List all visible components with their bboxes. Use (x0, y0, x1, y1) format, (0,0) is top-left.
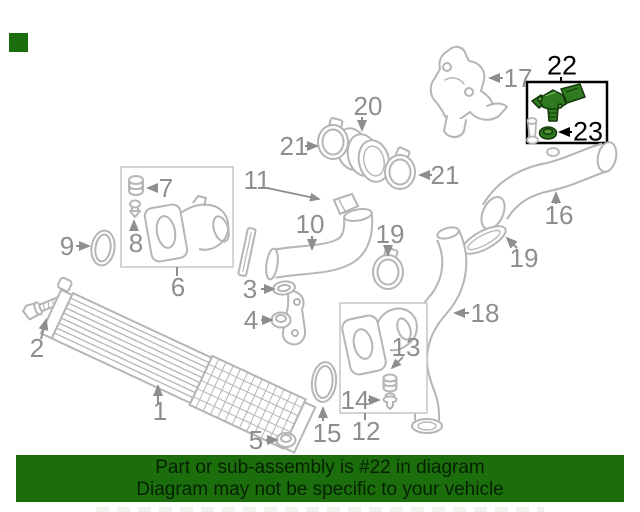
callout-17[interactable]: 17 (503, 63, 533, 93)
callout-16[interactable]: 16 (544, 200, 574, 230)
callout-13[interactable]: 13 (391, 332, 421, 362)
part-17-bracket-drawing (429, 45, 508, 138)
callout-11[interactable]: 11 (243, 165, 271, 195)
part-13-mount-drawing (382, 373, 398, 393)
cropped-text-artifact (96, 507, 544, 512)
part-12-assembly-box (339, 302, 428, 414)
callout-14[interactable]: 14 (340, 385, 370, 415)
callout-21-right[interactable]: 21 (430, 160, 460, 190)
callout-8[interactable]: 8 (128, 228, 144, 258)
callout-20[interactable]: 20 (353, 91, 383, 121)
part-15-oring-drawing (310, 361, 338, 403)
part-20-hose-drawing (335, 127, 391, 183)
part-5-grommet-drawing (275, 432, 297, 448)
part-7-mount-drawing (128, 175, 144, 196)
callout-23-highlighted[interactable]: 23 (572, 116, 604, 147)
callout-5[interactable]: 5 (248, 425, 264, 455)
part-1-intercooler-drawing (39, 276, 317, 454)
part-23-grommet-drawing (538, 126, 558, 140)
part-11-stay-drawing (237, 227, 257, 277)
callout-7[interactable]: 7 (158, 173, 174, 203)
part-8-clip-drawing (129, 199, 141, 218)
callout-1[interactable]: 1 (152, 396, 168, 426)
callout-22-highlighted[interactable]: 22 (546, 50, 578, 81)
callout-arrows (38, 73, 572, 445)
part-6-assembly-box (120, 166, 234, 268)
callout-6[interactable]: 6 (170, 272, 186, 302)
notice-banner: Part or sub-assembly is #22 in diagram D… (16, 455, 624, 502)
part-9-oring-drawing (90, 229, 116, 267)
callout-4[interactable]: 4 (243, 305, 259, 335)
part-21-clamp-right-drawing (384, 146, 416, 190)
notice-banner-line1: Part or sub-assembly is #22 in diagram (155, 456, 485, 478)
callout-21-left[interactable]: 21 (279, 131, 309, 161)
part-4-grommet-drawing (270, 311, 292, 329)
callout-3[interactable]: 3 (242, 274, 258, 304)
callout-19-center[interactable]: 19 (375, 219, 405, 249)
part-3-stay-drawing (272, 280, 307, 346)
callout-19-right[interactable]: 19 (509, 243, 539, 273)
part-14-bolt-drawing (382, 392, 398, 410)
part-6-duct-drawing (143, 195, 230, 263)
callout-15[interactable]: 15 (312, 418, 342, 448)
callout-9[interactable]: 9 (59, 231, 75, 261)
highlight-legend-swatch (9, 33, 28, 52)
part-22-sensor-drawing (531, 83, 586, 122)
part-16-pipe-drawing (480, 117, 618, 230)
notice-banner-line2: Diagram may not be specific to your vehi… (136, 478, 504, 500)
part-19-clamp-center-drawing (372, 247, 404, 290)
part-10-pipe-drawing (265, 192, 374, 281)
callout-12[interactable]: 12 (351, 416, 381, 446)
callout-2[interactable]: 2 (29, 333, 45, 363)
part-21-clamp-left-drawing (317, 117, 349, 160)
callout-18[interactable]: 18 (470, 298, 500, 328)
part-12-adapter-drawing (341, 307, 418, 376)
callout-10[interactable]: 10 (295, 209, 325, 239)
